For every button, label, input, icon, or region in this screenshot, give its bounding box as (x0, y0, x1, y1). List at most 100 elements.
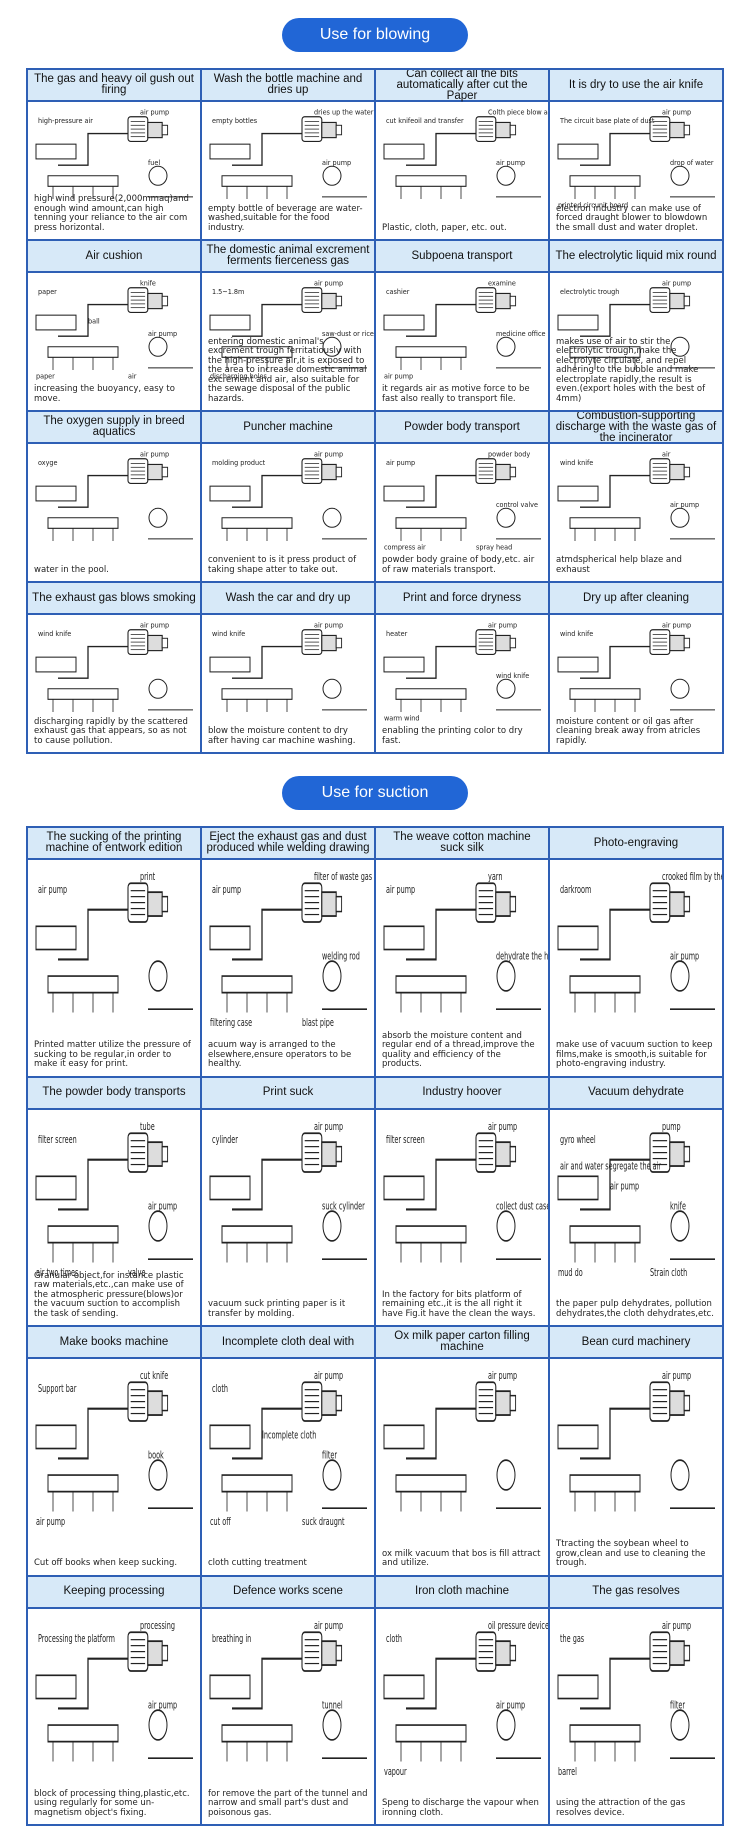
air-pump-icon (649, 1131, 691, 1173)
diagram-label: air pump (610, 1181, 639, 1193)
diagram-label: printed circunit board (558, 201, 628, 209)
diagram-label: air pump (496, 1699, 525, 1711)
diagram-cell: Eject the exhaust gas and dust produced … (202, 828, 374, 1076)
air-pump-icon (649, 629, 691, 655)
diagram-label: air pump (670, 951, 699, 963)
air-pump-icon (301, 882, 343, 923)
diagram-label: air pump (670, 501, 699, 509)
diagram-label: suck cylinder (322, 1200, 365, 1212)
diagram-label: air pump (36, 1516, 65, 1528)
diagram-label: cut off (210, 1516, 231, 1528)
cell-title: Industry hoover (376, 1077, 548, 1110)
section-suction-button[interactable]: Use for suction (282, 776, 468, 810)
diagram-label: medicine office (496, 330, 546, 338)
diagram-label: saw-dust or rice husk (322, 330, 374, 338)
diagram-label: dries up the water droplet after drops o… (314, 108, 374, 116)
diagram-label: cloth (212, 1384, 228, 1396)
diagram-label: compress air (384, 543, 426, 551)
diagram-label: processing (140, 1620, 175, 1632)
diagram-label: suck draugnt (302, 1516, 345, 1528)
cell-title: Make books machine (28, 1327, 200, 1359)
cell-title: The domestic animal excrement ferments f… (202, 241, 374, 273)
diagram-label: air pump (314, 1121, 343, 1133)
air-pump-icon (301, 1381, 343, 1422)
diagram-label: air pump (148, 1200, 177, 1212)
cell-title: Can collect all the bits automatically a… (376, 70, 548, 102)
diagram-label: air (128, 372, 137, 380)
diagram-label: barrel (558, 1766, 577, 1778)
diagram-label: Strain cloth (650, 1267, 687, 1279)
blowing-grid: The gas and heavy oil gush out firing air… (26, 68, 724, 754)
diagram-label: spray head (476, 543, 512, 551)
cell-title: Puncher machine (202, 412, 374, 444)
air-pump-icon (127, 1630, 169, 1672)
air-pump-icon (475, 629, 517, 655)
diagram-label: air pump (140, 621, 169, 629)
cell-title: Wash the car and dry up (202, 583, 374, 615)
cell-title: The gas and heavy oil gush out firing (28, 70, 200, 102)
section-blowing-button[interactable]: Use for blowing (282, 18, 468, 52)
diagram-label: filter (670, 1699, 685, 1711)
air-pump-icon (649, 1630, 691, 1672)
cell-title: Print suck (202, 1077, 374, 1110)
cell-title: Subpoena transport (376, 241, 548, 273)
air-pump-icon (301, 629, 343, 655)
diagram-label: Colth piece blow and send off (488, 108, 548, 116)
cell-caption: the paper pulp dehydrates, pollution deh… (556, 1299, 714, 1319)
diagram-label: molding product (212, 459, 266, 467)
diagram-label: ball (88, 317, 100, 325)
cell-caption: electron industry can make use of forced… (556, 203, 708, 233)
cell-caption: acuum way is arranged to the elsewhere,e… (208, 1040, 352, 1069)
diagram-label: darkroom (560, 885, 591, 897)
diagram-label: air pump (496, 159, 525, 167)
diagram-label: air pump (386, 885, 415, 897)
diagram-label: air pump (140, 450, 169, 458)
diagram-label: air pump (314, 450, 343, 458)
diagram-label: cloth (386, 1633, 402, 1645)
cell-caption: atmdspherical help blaze and exhaust (556, 555, 682, 575)
diagram-label: knife (140, 279, 156, 287)
cell-illustration: Colth piece blow and send offcut knifeoi… (376, 102, 548, 239)
diagram-cell: Combustion-supporting discharge with the… (550, 412, 722, 581)
diagram-label: tube (140, 1121, 155, 1133)
cell-title: Bean curd machinery (550, 1327, 722, 1359)
diagram-label: The circuit base plate of dust (559, 117, 655, 125)
diagram-label: air (662, 450, 671, 458)
cell-title: Powder body transport (376, 412, 548, 444)
diagram-label: paper (36, 372, 55, 380)
air-pump-icon (649, 287, 691, 313)
air-pump-icon (127, 287, 169, 313)
diagram-label: oil pressure device (488, 1620, 548, 1632)
diagram-label: air pump (662, 1370, 691, 1382)
diagram-label: tunnel (322, 1699, 343, 1711)
diagram-label: air pump (212, 885, 241, 897)
diagram-label: air pump (488, 621, 517, 629)
cell-caption: for remove the part of the tunnel and na… (208, 1788, 368, 1818)
diagram-label: air pump (384, 372, 413, 380)
diagram-cell: Can collect all the bits automatically a… (376, 70, 548, 239)
cell-illustration: dries up the water droplet after drops o… (202, 102, 374, 239)
air-pump-icon (127, 882, 169, 923)
cell-caption: powder body graine of body,etc. air of r… (382, 555, 535, 575)
diagram-label: air pump (314, 621, 343, 629)
